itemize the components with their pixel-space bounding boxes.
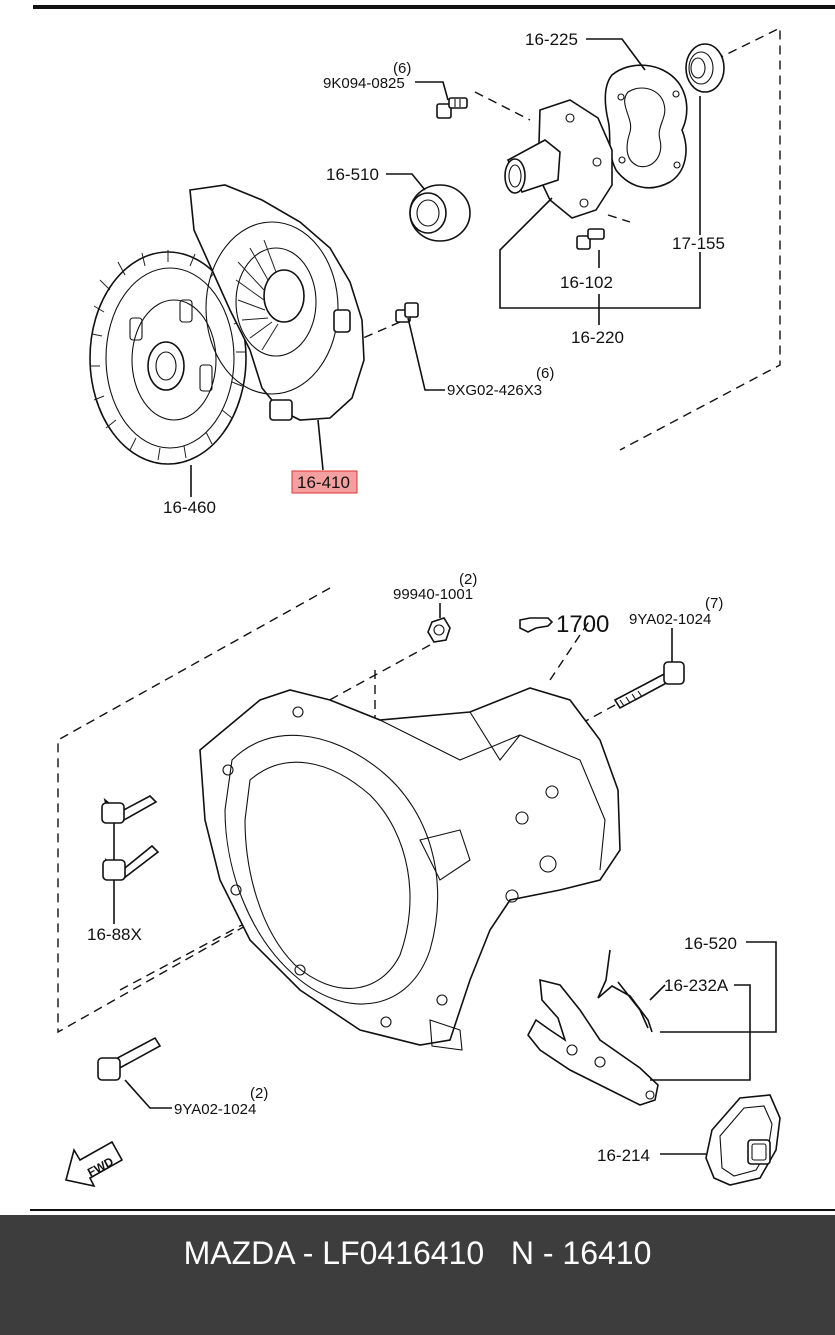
label-17-155: 17-155 (672, 234, 725, 253)
label-16-460: 16-460 (163, 498, 216, 517)
label-ref-1700: 1700 (556, 611, 609, 638)
pointing-hand-icon (519, 617, 554, 633)
label-16-88x: 16-88X (87, 925, 142, 944)
release-group-outline (339, 26, 781, 451)
nut-99940-icon (427, 617, 451, 643)
label-16-232a: 16-232A (664, 976, 729, 995)
release-bearing-16-510-icon (409, 184, 471, 242)
lower-leader-lines (113, 603, 777, 1155)
oil-seal-17-155-icon (685, 43, 725, 93)
upper-leader-lines (190, 38, 701, 497)
label-9k094: 9K094-0825 (323, 75, 405, 92)
label-16-410: 16-410 (297, 473, 350, 492)
bolt-9k094-icon (436, 97, 468, 119)
footer-part-number: MAZDA - LF0416410 N - 16410 (183, 1235, 652, 1271)
label-9xg02: 9XG02-426X3 (447, 382, 542, 399)
label-9ya02-bot-qty: (2) (250, 1085, 268, 1102)
boot-16-214-icon (705, 1094, 781, 1186)
bearing-retainer-16-220-icon (504, 99, 613, 219)
clutch-disc-16-460-icon (89, 250, 247, 465)
long-bolt-top-icon (613, 661, 685, 710)
label-16-510: 16-510 (326, 165, 379, 184)
label-16-225: 16-225 (525, 30, 578, 49)
label-16-220: 16-220 (571, 328, 624, 347)
footer-bar: MAZDA - LF0416410 N - 16410 (0, 1215, 835, 1335)
studs-16-88x-icon (101, 795, 160, 881)
label-99940-qty: (2) (459, 571, 477, 588)
long-bolt-bottom-icon (97, 1036, 162, 1081)
label-9ya02-top-qty: (7) (705, 595, 723, 612)
label-9xg02-qty: (6) (536, 365, 554, 382)
label-9ya02-bot: 9YA02-1024 (174, 1101, 256, 1118)
spring-clip-16-232a-icon (597, 949, 653, 1033)
label-16-520: 16-520 (684, 934, 737, 953)
label-99940: 99940-1001 (393, 586, 473, 603)
label-9ya02-top: 9YA02-1024 (629, 611, 711, 628)
label-9k094-qty: (6) (393, 60, 411, 77)
bolt-16-102-icon (576, 228, 605, 250)
label-16-102: 16-102 (560, 273, 613, 292)
bolt-9xg02-icon (395, 302, 419, 323)
gasket-16-225-icon (604, 64, 688, 189)
transmission-housing-icon (199, 687, 621, 1051)
exploded-parts-diagram: 16-225 (6) 9K094-0825 16-510 17-155 16-1… (30, 5, 835, 1211)
pressure-plate-16-410-icon (189, 184, 365, 421)
release-fork-16-520-icon (527, 978, 659, 1106)
fwd-arrow-icon (65, 1140, 124, 1188)
highlight-box-16-410 (291, 470, 358, 494)
label-16-214: 16-214 (597, 1146, 650, 1165)
